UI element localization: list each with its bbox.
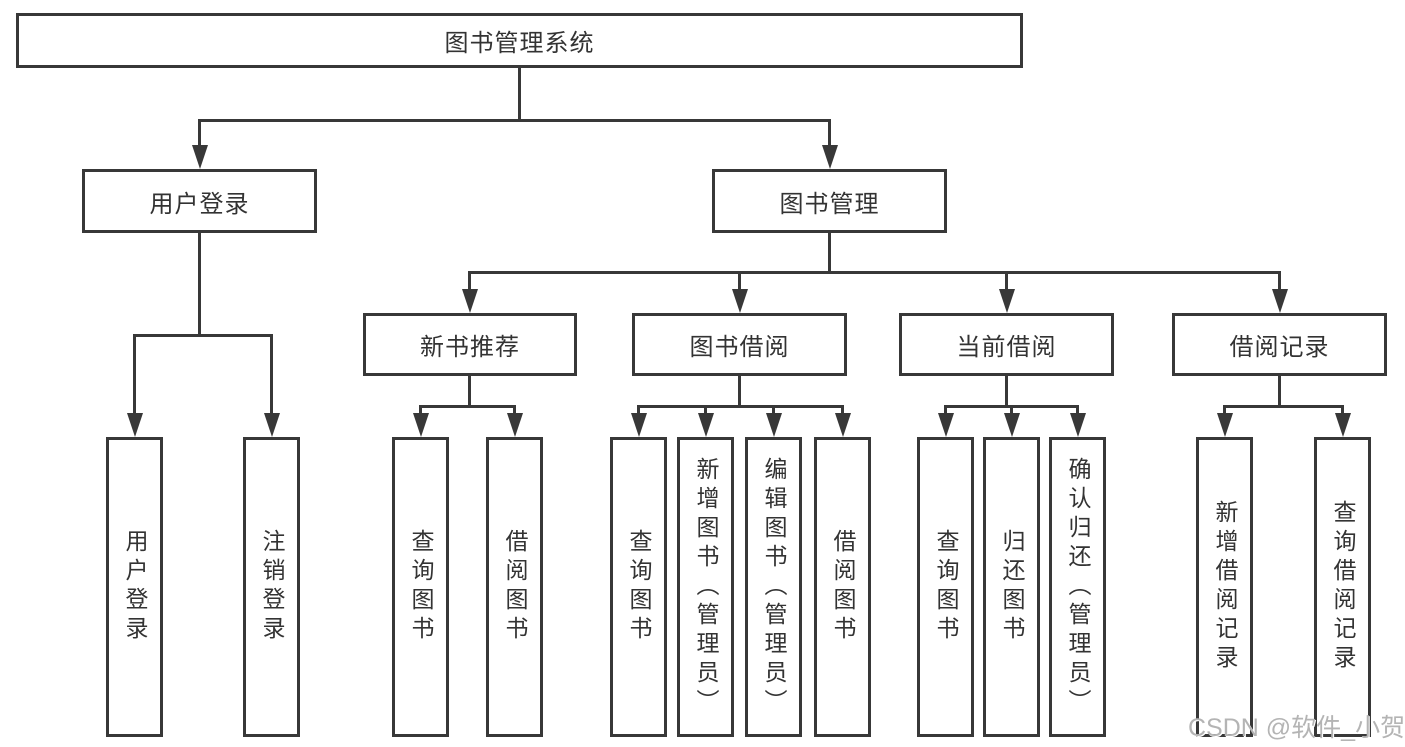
- leaf-add-books-admin: 新增图书（管理员）: [677, 437, 734, 737]
- leaf-return-books-label: 归还图书: [999, 529, 1025, 645]
- connector-line: [270, 334, 273, 418]
- node-new-book-recommend-label: 新书推荐: [420, 334, 520, 361]
- connector-line: [738, 376, 741, 407]
- connector-line: [704, 405, 707, 418]
- watermark: CSDN @软件_小贺同学: [1188, 714, 1405, 742]
- arrowhead-down-icon: [998, 289, 1015, 313]
- node-user-login: 用户登录: [82, 169, 317, 233]
- node-user-login-label: 用户登录: [149, 190, 250, 218]
- node-root: 图书管理系统: [16, 13, 1023, 68]
- arrowhead-down-icon: [821, 145, 838, 169]
- node-root-label: 图书管理系统: [444, 30, 595, 57]
- node-borrowing-records-label: 借阅记录: [1229, 334, 1330, 361]
- node-current-borrowing: 当前借阅: [899, 313, 1114, 376]
- leaf-recommend-borrow-books: 借阅图书: [486, 437, 543, 737]
- arrowhead-down-icon: [630, 413, 647, 437]
- connector-line: [738, 271, 741, 293]
- arrowhead-down-icon: [1334, 413, 1351, 437]
- node-book-management-label: 图书管理: [779, 190, 880, 218]
- connector-line: [133, 334, 273, 337]
- connector-line: [1341, 405, 1344, 418]
- arrowhead-down-icon: [126, 413, 143, 437]
- arrowhead-down-icon: [1069, 413, 1086, 437]
- leaf-logout: 注销登录: [243, 437, 300, 737]
- node-new-book-recommend: 新书推荐: [363, 313, 577, 376]
- leaf-borrowing-query-books: 查询图书: [610, 437, 667, 737]
- connector-line: [637, 405, 640, 418]
- connector-line: [1005, 376, 1008, 407]
- node-book-borrowing: 图书借阅: [632, 313, 847, 376]
- connector-line: [1076, 405, 1079, 418]
- arrowhead-down-icon: [1271, 289, 1288, 313]
- node-borrowing-records: 借阅记录: [1172, 313, 1387, 376]
- arrowhead-down-icon: [1216, 413, 1233, 437]
- leaf-query-borrow-record-label: 查询借阅记录: [1330, 500, 1356, 674]
- arrowhead-down-icon: [263, 413, 280, 437]
- leaf-edit-books-admin: 编辑图书（管理员）: [745, 437, 802, 737]
- leaf-recommend-borrow-books-label: 借阅图书: [502, 529, 528, 645]
- leaf-edit-books-admin-label: 编辑图书（管理员）: [761, 456, 787, 718]
- leaf-query-borrow-record: 查询借阅记录: [1314, 437, 1371, 737]
- connector-line: [468, 271, 471, 293]
- connector-line: [828, 233, 831, 274]
- connector-line: [637, 405, 844, 408]
- connector-line: [468, 376, 471, 407]
- connector-line: [1005, 271, 1008, 293]
- connector-line: [1010, 405, 1013, 418]
- arrowhead-down-icon: [731, 289, 748, 313]
- leaf-return-books: 归还图书: [983, 437, 1040, 737]
- connector-line: [944, 405, 947, 418]
- leaf-add-borrow-record: 新增借阅记录: [1196, 437, 1253, 737]
- connector-line: [419, 405, 422, 418]
- arrowhead-down-icon: [765, 413, 782, 437]
- arrowhead-down-icon: [937, 413, 954, 437]
- leaf-user-login-label: 用户登录: [122, 529, 148, 645]
- arrowhead-down-icon: [1003, 413, 1020, 437]
- arrowhead-down-icon: [412, 413, 429, 437]
- leaf-logout-label: 注销登录: [259, 529, 285, 645]
- connector-line: [828, 119, 831, 151]
- node-book-borrowing-label: 图书借阅: [689, 334, 790, 361]
- connector-line: [198, 119, 831, 122]
- connector-line: [468, 271, 1281, 274]
- leaf-add-borrow-record-label: 新增借阅记录: [1212, 500, 1238, 674]
- connector-line: [1278, 271, 1281, 293]
- connector-line: [1278, 376, 1281, 407]
- leaf-confirm-return-admin: 确认归还（管理员）: [1049, 437, 1106, 737]
- arrowhead-down-icon: [697, 413, 714, 437]
- leaf-borrowing-borrow-books: 借阅图书: [814, 437, 871, 737]
- leaf-borrowing-query-books-label: 查询图书: [626, 529, 652, 645]
- connector-line: [513, 405, 516, 418]
- leaf-user-login: 用户登录: [106, 437, 163, 737]
- leaf-confirm-return-admin-label: 确认归还（管理员）: [1065, 456, 1091, 718]
- arrowhead-down-icon: [506, 413, 523, 437]
- leaf-recommend-query-books-label: 查询图书: [408, 529, 434, 645]
- leaf-current-query-books: 查询图书: [917, 437, 974, 737]
- connector-line: [1223, 405, 1344, 408]
- connector-line: [518, 68, 521, 122]
- connector-line: [133, 334, 136, 418]
- leaf-current-query-books-label: 查询图书: [933, 529, 959, 645]
- connector-line: [198, 119, 201, 151]
- connector-line: [198, 233, 201, 337]
- node-book-management: 图书管理: [712, 169, 947, 233]
- leaf-borrowing-borrow-books-label: 借阅图书: [830, 529, 856, 645]
- arrowhead-down-icon: [834, 413, 851, 437]
- connector-line: [419, 405, 516, 408]
- node-current-borrowing-label: 当前借阅: [956, 334, 1057, 361]
- arrowhead-down-icon: [462, 289, 478, 313]
- connector-line: [841, 405, 844, 418]
- arrowhead-down-icon: [191, 145, 208, 169]
- connector-line: [772, 405, 775, 418]
- connector-line: [1223, 405, 1226, 418]
- leaf-add-books-admin-label: 新增图书（管理员）: [693, 456, 719, 718]
- leaf-recommend-query-books: 查询图书: [392, 437, 449, 737]
